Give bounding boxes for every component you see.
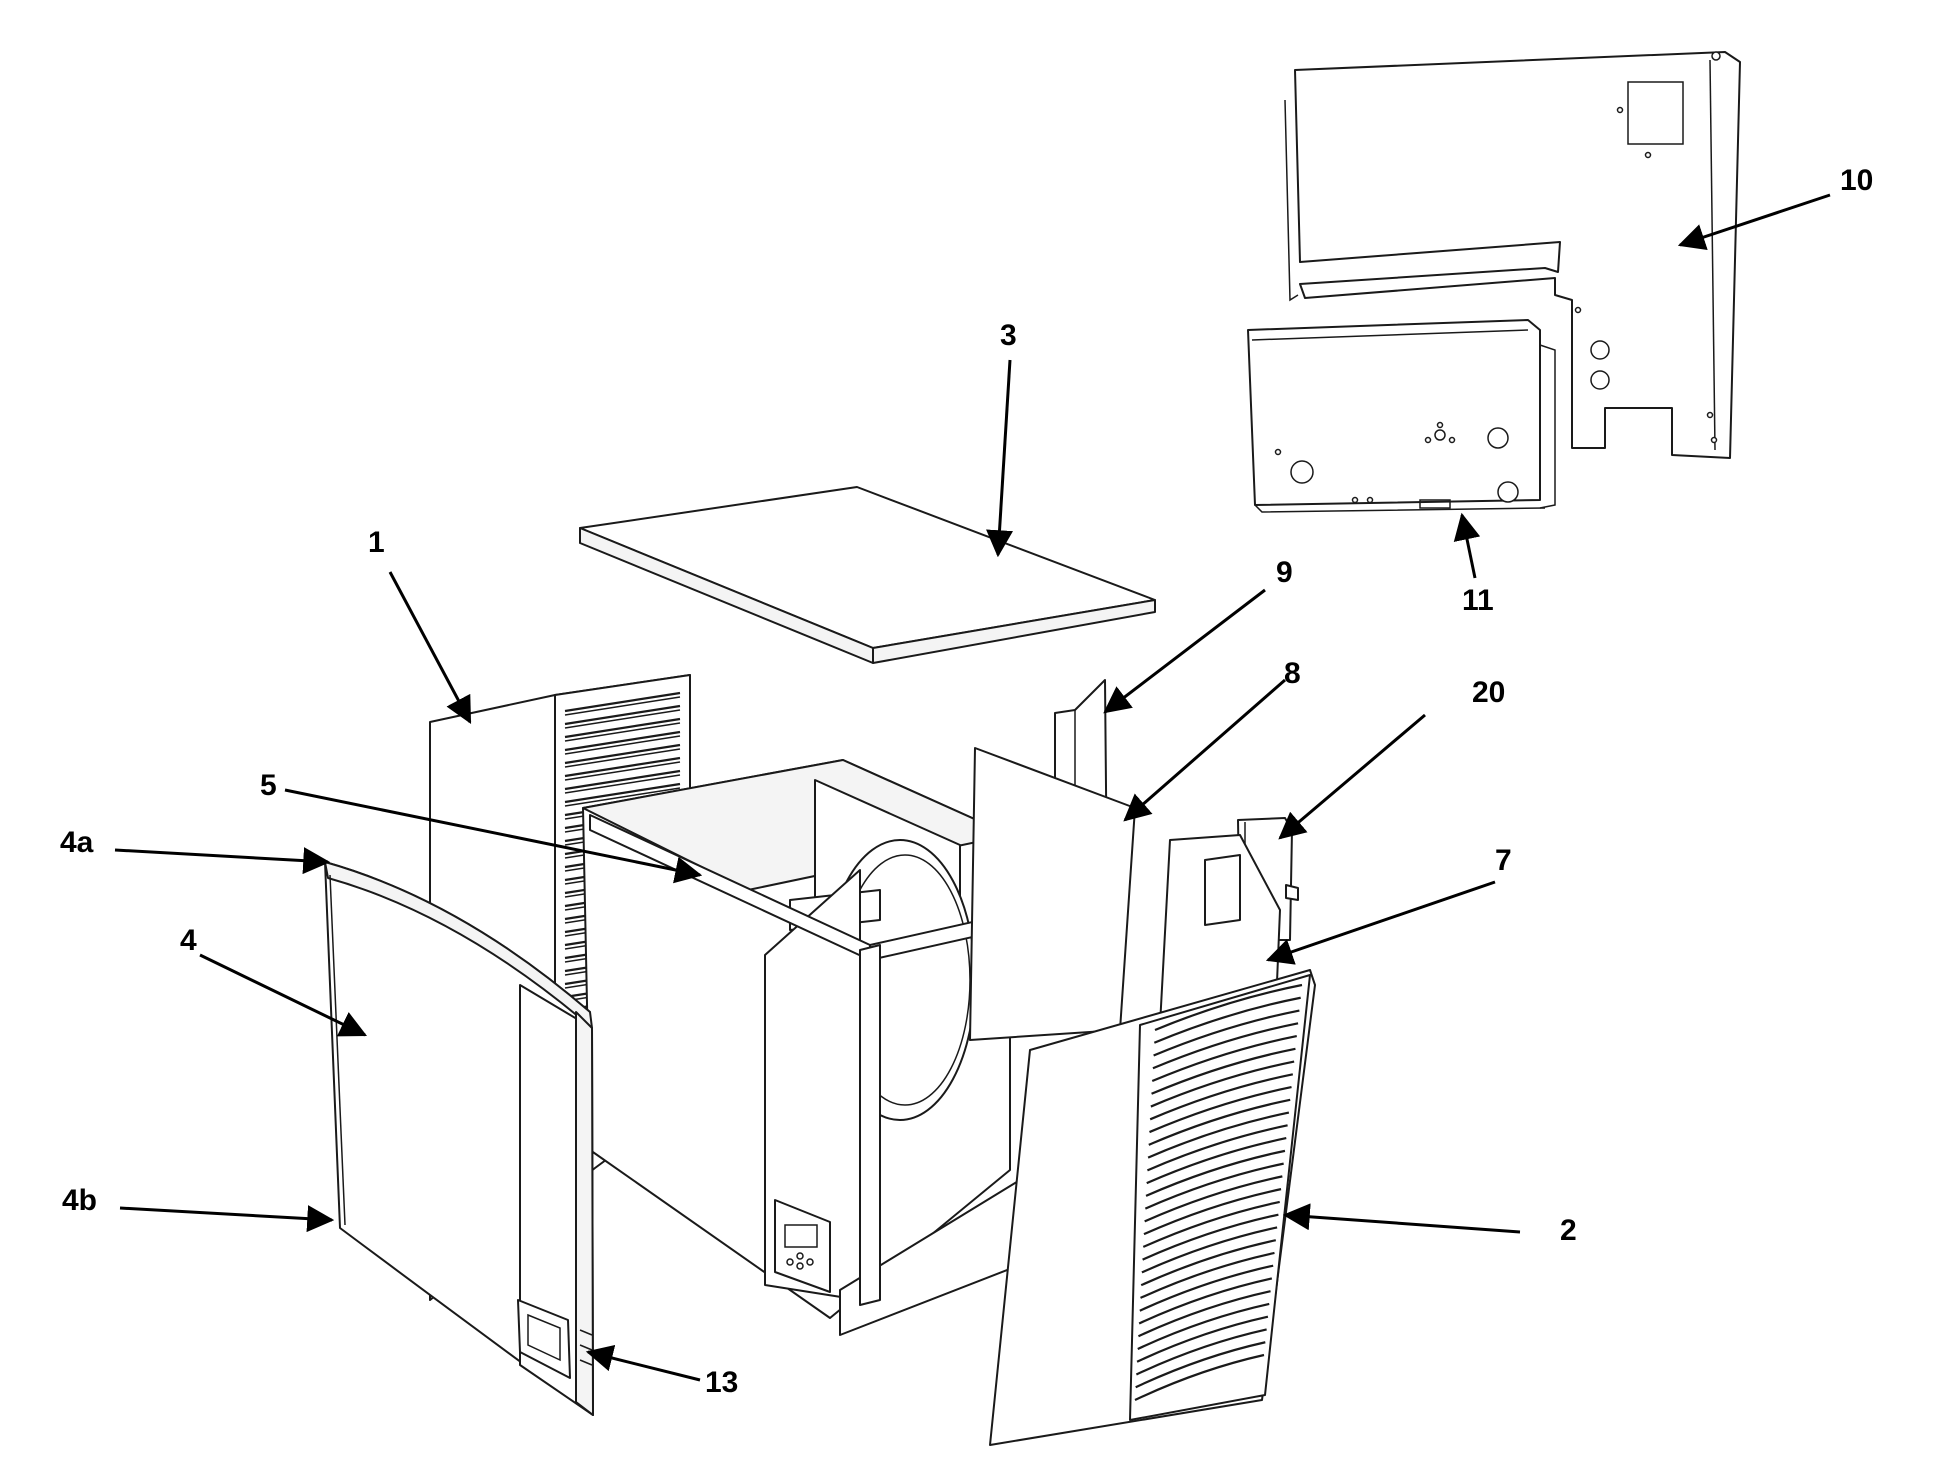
louvre-slat xyxy=(564,769,681,791)
louvre-slat xyxy=(1142,1200,1280,1248)
part-8-partition xyxy=(969,747,1136,1041)
louvre-slat-edge xyxy=(564,709,681,729)
callout-4b: 4b xyxy=(62,1184,97,1217)
louvre-slat xyxy=(564,717,681,739)
louvre-slat xyxy=(1140,1251,1275,1299)
part-2-right-side-panel xyxy=(989,969,1316,1446)
right-louvre-grille xyxy=(1134,983,1303,1401)
callout-labels: 1 2 3 4 4a 4b 5 7 8 9 10 11 13 20 xyxy=(60,164,1873,1399)
leader-4b xyxy=(119,1205,335,1233)
louvre-slat xyxy=(1143,1188,1282,1236)
leader-1 xyxy=(388,571,472,724)
louvre-slat xyxy=(1152,1022,1299,1070)
louvre-slat-edge xyxy=(564,774,681,794)
louvre-slat xyxy=(1146,1124,1288,1172)
callout-5: 5 xyxy=(260,769,277,802)
louvre-slat-edge xyxy=(564,696,681,716)
louvre-slat xyxy=(1150,1060,1295,1108)
callout-7: 7 xyxy=(1495,844,1512,877)
louvre-slat xyxy=(1137,1290,1271,1338)
louvre-slat xyxy=(1144,1175,1283,1223)
louvre-slat xyxy=(564,756,681,778)
leader-lines xyxy=(114,193,1831,1382)
callout-1: 1 xyxy=(368,526,385,559)
louvre-slat-edge xyxy=(564,735,681,755)
callout-2: 2 xyxy=(1560,1214,1577,1247)
leader-4 xyxy=(199,953,368,1037)
louvre-slat xyxy=(564,730,681,752)
louvre-slat xyxy=(1139,1264,1274,1312)
louvre-slat xyxy=(1153,1009,1300,1057)
louvre-slat xyxy=(564,704,681,726)
louvre-slat xyxy=(1145,1149,1286,1197)
controller-box xyxy=(774,1199,831,1293)
louvre-slat xyxy=(1147,1111,1290,1159)
louvre-slat xyxy=(564,782,681,804)
part-13-handle xyxy=(517,1299,593,1379)
callout-8: 8 xyxy=(1284,657,1301,690)
callout-10: 10 xyxy=(1840,164,1873,197)
louvre-slat xyxy=(1141,1226,1278,1274)
louvre-slat xyxy=(564,743,681,765)
leader-3 xyxy=(986,359,1013,558)
leader-7 xyxy=(1265,880,1496,965)
louvre-slat xyxy=(1135,1328,1267,1376)
callout-13: 13 xyxy=(705,1366,738,1399)
louvre-slat xyxy=(1134,1353,1265,1401)
louvre-slat xyxy=(1151,1034,1297,1083)
leader-4a xyxy=(114,847,331,875)
louvre-slat xyxy=(1154,983,1303,1032)
part-4-front-door xyxy=(324,861,594,1416)
louvre-slat-edge xyxy=(564,787,681,807)
louvre-slat xyxy=(1136,1315,1269,1363)
leader-9 xyxy=(1103,588,1266,714)
louvre-slat xyxy=(1149,1073,1294,1121)
callout-4: 4 xyxy=(180,924,197,957)
louvre-slat xyxy=(1144,1162,1284,1210)
leader-20 xyxy=(1278,713,1426,840)
louvre-slat xyxy=(1142,1213,1279,1261)
leader-2 xyxy=(1282,1203,1521,1234)
louvre-slat-edge xyxy=(564,722,681,742)
callout-9: 9 xyxy=(1276,556,1293,589)
louvre-slat xyxy=(1149,1085,1292,1134)
callout-3: 3 xyxy=(1000,319,1017,352)
louvre-slat-edge xyxy=(564,748,681,768)
louvre-slat xyxy=(564,691,681,713)
part-10-back-panel xyxy=(1284,51,1741,459)
louvre-slat xyxy=(1140,1239,1277,1287)
louvre-slat xyxy=(1137,1302,1270,1350)
leader-8 xyxy=(1123,678,1286,822)
leader-5 xyxy=(284,788,703,884)
leader-13 xyxy=(585,1344,701,1382)
louvre-slat xyxy=(1153,996,1301,1044)
louvre-slat xyxy=(1135,1341,1266,1389)
louvre-slat-edge xyxy=(564,761,681,781)
leader-11 xyxy=(1453,512,1481,579)
louvre-slat xyxy=(1151,1047,1296,1095)
part-11-electrical-box xyxy=(1247,319,1556,513)
louvre-slat xyxy=(1146,1137,1287,1185)
callout-4a: 4a xyxy=(60,826,94,859)
callout-11: 11 xyxy=(1462,584,1494,617)
part-7-side-plate xyxy=(1159,834,1281,1031)
louvre-slat xyxy=(1138,1277,1273,1325)
callout-20: 20 xyxy=(1472,676,1505,709)
part-3-top-cover xyxy=(579,486,1156,664)
leader-10 xyxy=(1677,193,1831,250)
louvre-slat xyxy=(1148,1098,1291,1146)
